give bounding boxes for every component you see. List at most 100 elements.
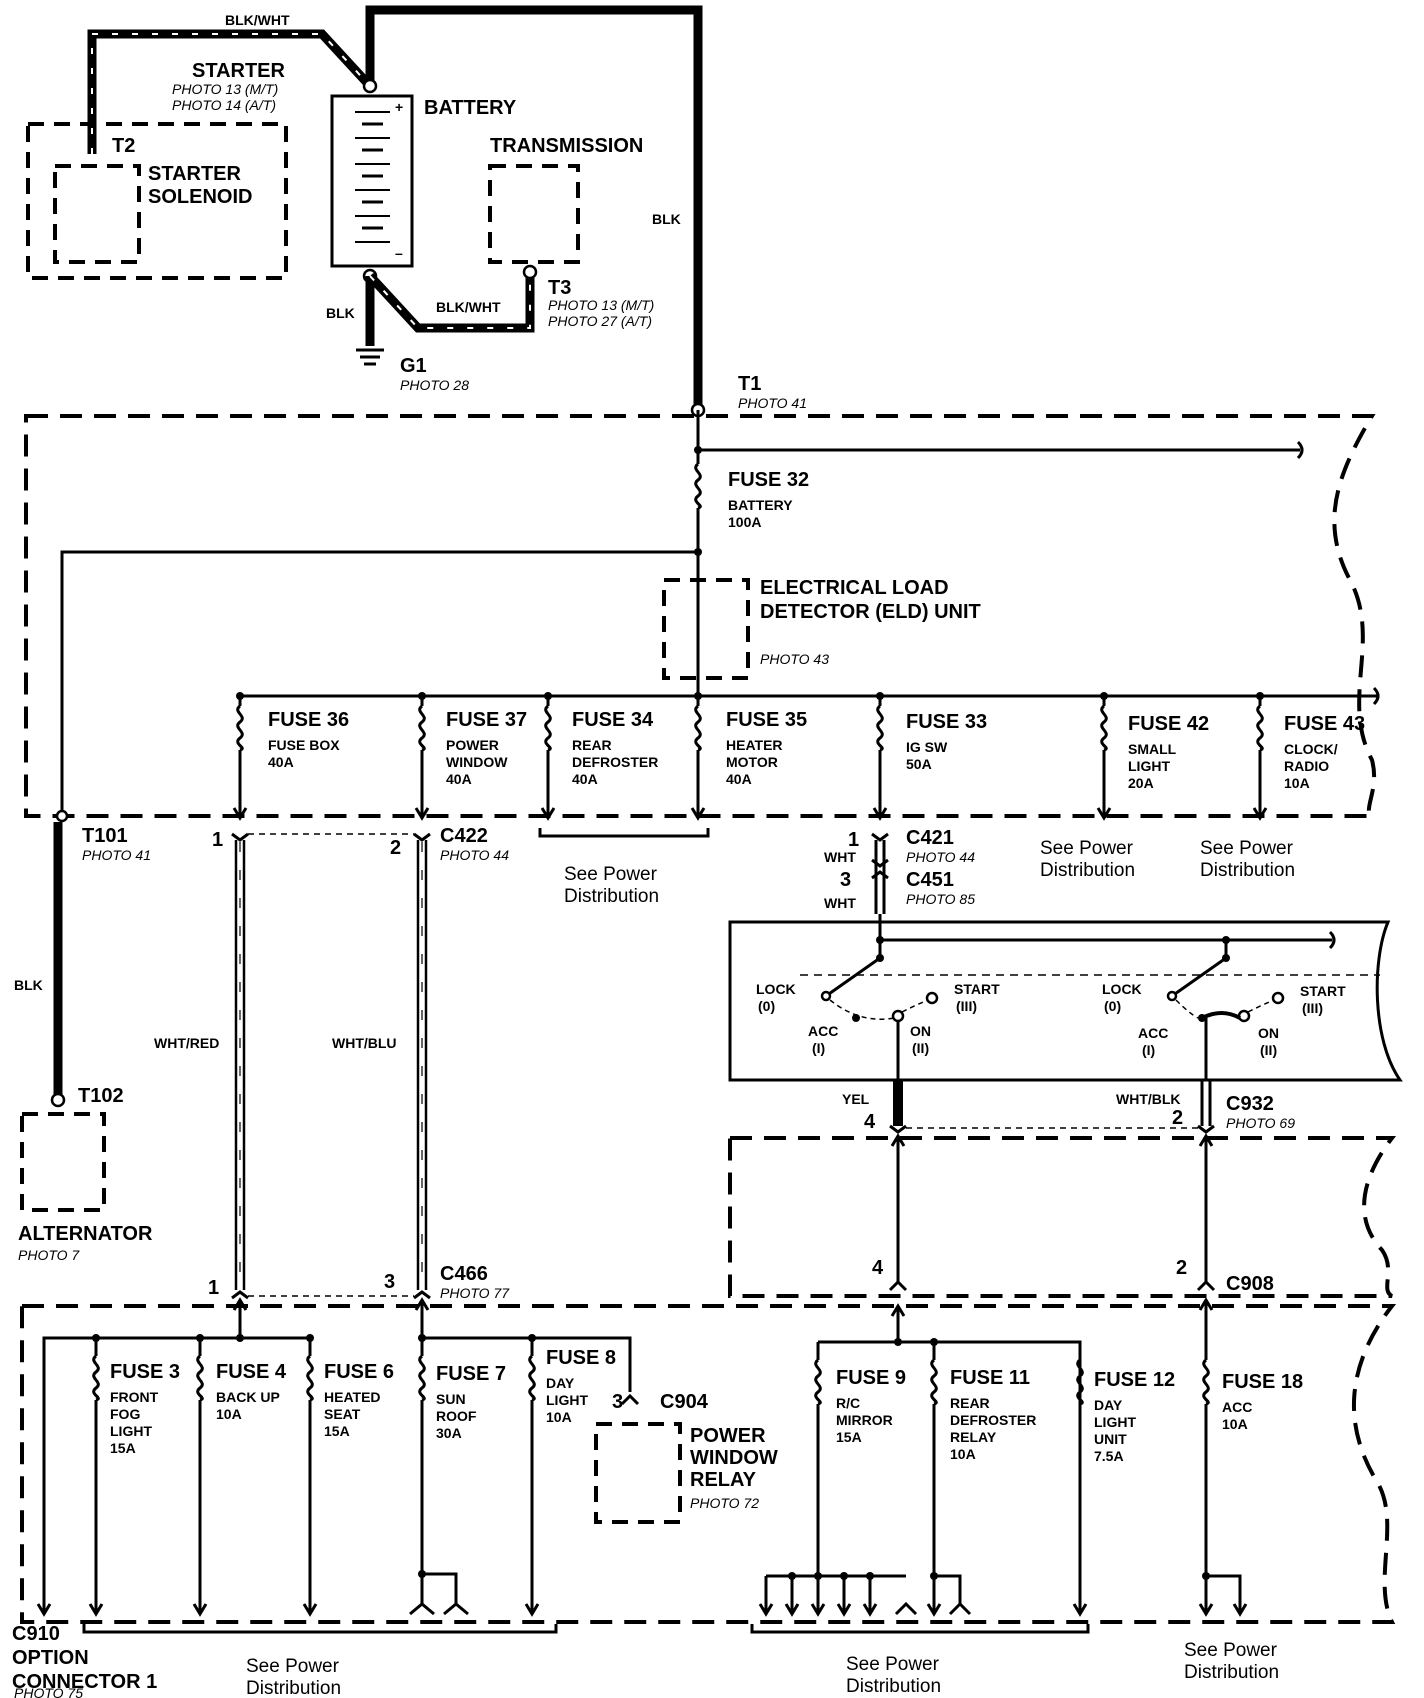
- svg-text:FUSE 35: FUSE 35: [726, 709, 807, 731]
- svg-text:10A: 10A: [216, 1406, 242, 1422]
- alternator-group: T101 PHOTO 41 BLK T102 ALTERNATOR PHOTO …: [14, 809, 153, 1263]
- svg-text:DAY: DAY: [546, 1375, 575, 1391]
- battery-cells: [355, 111, 390, 243]
- svg-text:DEFROSTER: DEFROSTER: [950, 1412, 1036, 1428]
- svg-text:RELAY: RELAY: [950, 1429, 997, 1445]
- switch1-blade: [825, 956, 881, 998]
- fuse-35: FUSE 35 HEATER MOTOR 40A: [690, 692, 807, 821]
- dash-fuse-11: FUSE 11 REAR DEFROSTER RELAY 10A: [926, 1338, 1036, 1617]
- switch1-on: ON: [910, 1023, 931, 1039]
- svg-text:CLOCK/: CLOCK/: [1284, 741, 1338, 757]
- dash-fuse-9: FUSE 9 R/C MIRROR 15A: [758, 1342, 918, 1617]
- svg-text:FUSE 34: FUSE 34: [572, 709, 654, 731]
- c421-name: C421: [906, 827, 954, 849]
- fuse-43: FUSE 43 CLOCK/ RADIO 10A: [1252, 692, 1365, 821]
- svg-text:DAY: DAY: [1094, 1397, 1123, 1413]
- svg-text:10A: 10A: [950, 1446, 976, 1462]
- wht-blu-label: WHT/BLU: [332, 1035, 397, 1051]
- switch2-start-pos: (III): [1302, 1000, 1323, 1016]
- wht-blk-label: WHT/BLK: [1116, 1091, 1181, 1107]
- t1-photo: PHOTO 41: [738, 395, 807, 411]
- wire-break-symbol: [1296, 440, 1304, 460]
- svg-text:LIGHT: LIGHT: [1128, 758, 1170, 774]
- svg-text:20A: 20A: [1128, 775, 1154, 791]
- battery-minus: –: [395, 245, 403, 261]
- spd-3-line1: See Power: [1200, 838, 1294, 859]
- pw-relay-box: [594, 1422, 682, 1524]
- svg-text:CONNECTOR 1: CONNECTOR 1: [12, 1671, 157, 1693]
- dash-fuse-3: FUSE 3 FRONT FOG LIGHT 15A: [88, 1334, 180, 1617]
- switch2-acc-pos: (I): [1142, 1042, 1155, 1058]
- svg-text:POWER: POWER: [446, 737, 499, 753]
- spd-bracket-1: [538, 828, 710, 838]
- svg-text:LIGHT: LIGHT: [546, 1392, 588, 1408]
- svg-text:7.5A: 7.5A: [1094, 1448, 1124, 1464]
- ground-name: G1: [400, 355, 427, 377]
- fuse-34: FUSE 34 REAR DEFROSTER 40A: [540, 692, 658, 821]
- spd-2-line1: See Power: [1040, 838, 1134, 859]
- t3-label: T3: [548, 277, 571, 299]
- svg-text:R/C: R/C: [836, 1395, 860, 1411]
- svg-text:RADIO: RADIO: [1284, 758, 1329, 774]
- solenoid-label-1: STARTER: [148, 163, 242, 185]
- svg-text:FOG: FOG: [110, 1406, 140, 1422]
- svg-text:FUSE 42: FUSE 42: [1128, 713, 1209, 735]
- svg-text:C910: C910: [12, 1623, 60, 1645]
- alternator-title: ALTERNATOR: [18, 1223, 153, 1245]
- transmission-cable-label: BLK/WHT: [436, 299, 501, 315]
- fuse32-name: FUSE 32: [728, 469, 809, 491]
- svg-text:HEATED: HEATED: [324, 1389, 381, 1405]
- svg-text:FUSE 37: FUSE 37: [446, 709, 527, 731]
- fuse32-amp: 100A: [728, 514, 761, 530]
- switch1-start-pos: (III): [956, 998, 977, 1014]
- t101-name: T101: [82, 825, 128, 847]
- solenoid-label-2: SOLENOID: [148, 186, 252, 208]
- svg-text:SEAT: SEAT: [324, 1406, 361, 1422]
- fuse32-symbol: [694, 462, 702, 510]
- switch2-on-pos: (II): [1260, 1042, 1277, 1058]
- svg-text:15A: 15A: [836, 1429, 862, 1445]
- c422-c466-wires: 1 2 C422 PHOTO 44 WHT/RED WHT/BLU 1 3 C4…: [154, 825, 510, 1301]
- spd-1-line2: Distribution: [564, 886, 659, 907]
- spd-6-line2: Distribution: [1184, 1662, 1279, 1683]
- alternator-photo: PHOTO 7: [18, 1247, 80, 1263]
- svg-text:UNIT: UNIT: [1094, 1431, 1127, 1447]
- transmission-box: [488, 164, 580, 264]
- svg-text:15A: 15A: [324, 1423, 350, 1439]
- t102-name: T102: [78, 1085, 124, 1107]
- c422-name: C422: [440, 825, 488, 847]
- svg-text:LIGHT: LIGHT: [1094, 1414, 1136, 1430]
- svg-text:15A: 15A: [110, 1440, 136, 1456]
- spd-2-line2: Distribution: [1040, 860, 1135, 881]
- svg-text:50A: 50A: [906, 756, 932, 772]
- spd-6-line1: See Power: [1184, 1640, 1278, 1661]
- svg-text:FUSE 6: FUSE 6: [324, 1361, 394, 1383]
- t1-name: T1: [738, 373, 761, 395]
- pw-relay-l2: WINDOW: [690, 1447, 778, 1469]
- svg-text:MOTOR: MOTOR: [726, 754, 778, 770]
- c421-wire: WHT: [824, 849, 856, 865]
- svg-text:LIGHT: LIGHT: [110, 1423, 152, 1439]
- svg-text:FUSE 4: FUSE 4: [216, 1361, 287, 1383]
- ignition-switch: LOCK (0) ACC (I) ON (II) START (III) LOC…: [728, 914, 1403, 1082]
- spd-5-line1: See Power: [846, 1654, 940, 1675]
- svg-text:MIRROR: MIRROR: [836, 1412, 893, 1428]
- c908-pin2: 2: [1176, 1257, 1187, 1279]
- c908-name: C908: [1226, 1273, 1274, 1295]
- switch2-acc: ACC: [1138, 1025, 1168, 1041]
- c451-name: C451: [906, 869, 954, 891]
- c932-pin4: 4: [864, 1111, 876, 1133]
- svg-text:FRONT: FRONT: [110, 1389, 159, 1405]
- svg-text:FUSE 7: FUSE 7: [436, 1363, 506, 1385]
- c908-box: 4 2 C908: [728, 1133, 1397, 1298]
- switch2-start: START: [1300, 983, 1346, 999]
- switch2-blade: [1171, 956, 1227, 998]
- svg-text:40A: 40A: [268, 754, 294, 770]
- underhood-box-outline: [24, 414, 1380, 818]
- battery-title: BATTERY: [424, 97, 517, 119]
- fuse-36: FUSE 36 FUSE BOX 40A: [232, 692, 349, 821]
- transmission-group: TRANSMISSION T3 PHOTO 13 (M/T) PHOTO 27 …: [488, 135, 654, 329]
- starter-photo-at: PHOTO 14 (A/T): [172, 97, 276, 113]
- dash-fuse-8: FUSE 8 DAY LIGHT 10A: [524, 1334, 616, 1617]
